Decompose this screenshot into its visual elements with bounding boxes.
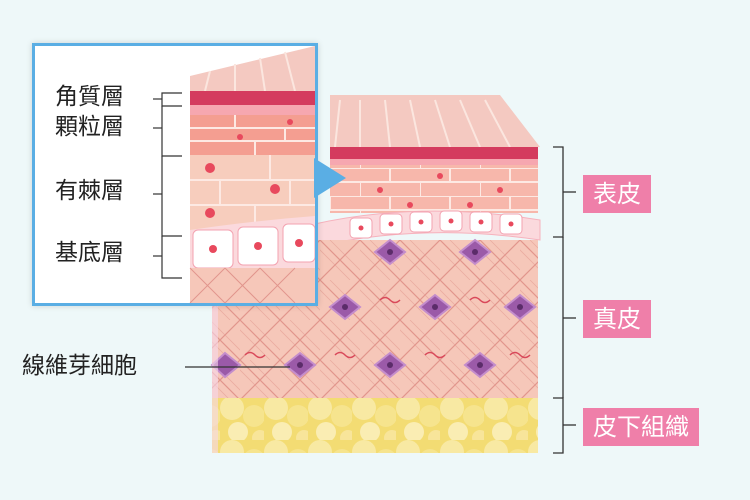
subcutaneous-layer	[212, 398, 538, 453]
label-stratum-basale: 基底層	[55, 240, 124, 266]
layer-brackets	[553, 146, 576, 454]
inset-pointer-arrow	[314, 158, 346, 198]
skin-surface	[330, 95, 540, 147]
tag-dermis: 真皮	[583, 300, 651, 338]
label-stratum-spinosum: 有棘層	[55, 178, 124, 204]
label-stratum-granulosum: 顆粒層	[55, 114, 124, 140]
label-stratum-corneum: 角質層	[55, 84, 124, 110]
label-fibroblast: 線維芽細胞	[22, 353, 137, 379]
tag-subcutaneous: 皮下組織	[583, 408, 699, 446]
tag-epidermis: 表皮	[583, 175, 651, 213]
inset-panel: 角質層 顆粒層 有棘層 基底層	[32, 43, 318, 306]
